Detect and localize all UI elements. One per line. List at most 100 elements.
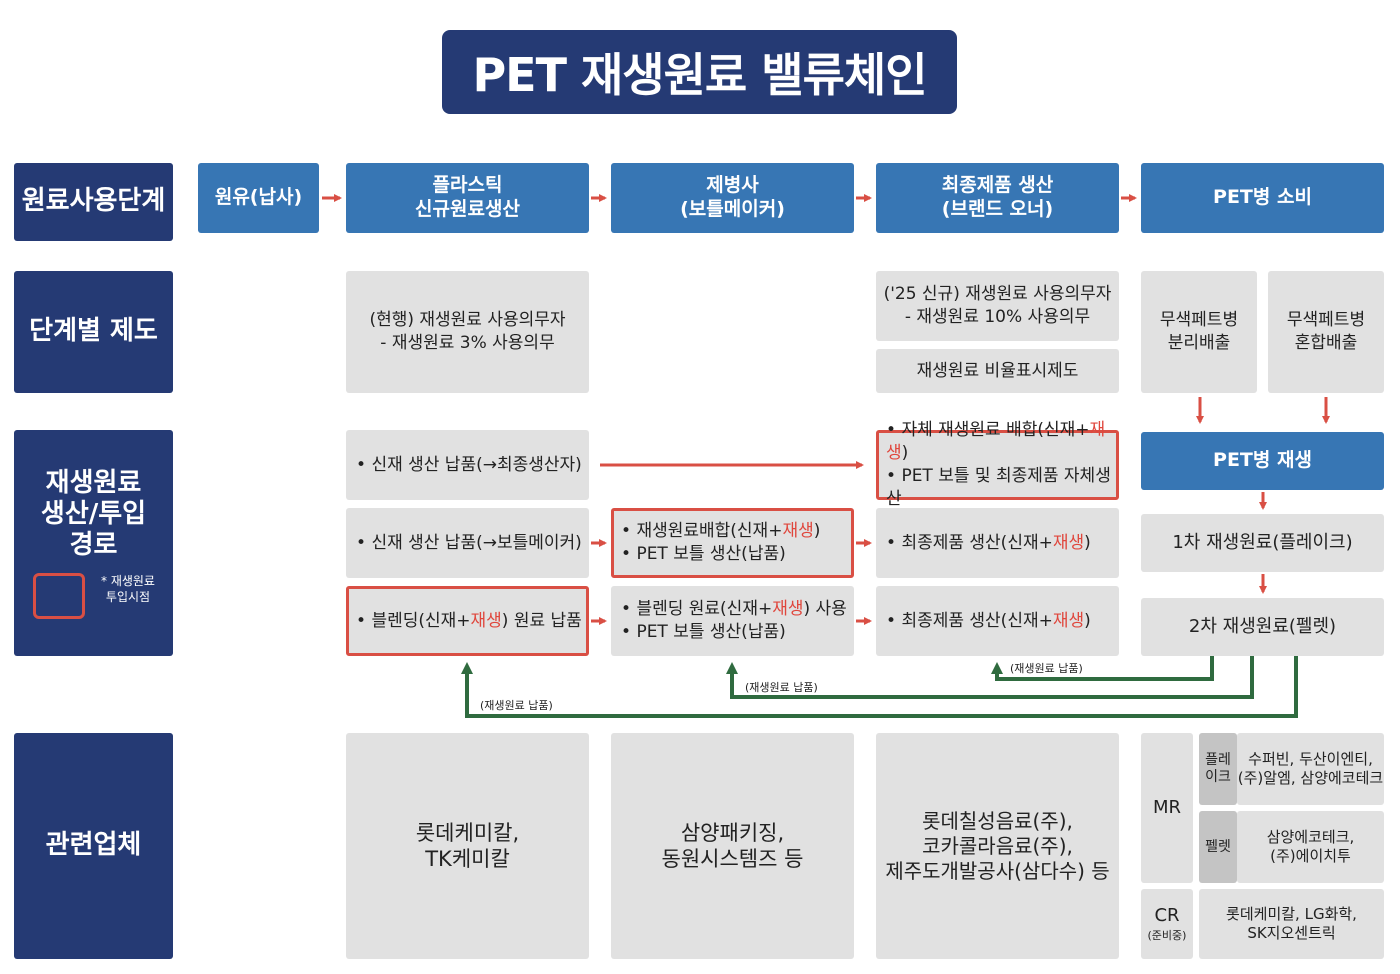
path-pellet-label: 2차 재생원료(펠렛) [1188,615,1337,637]
row-header-path-line3: 경로 [69,530,118,561]
legend-text: * 재생원료 투입시점 [90,574,166,605]
row-header-path-line1: 재생원료 [45,468,142,498]
policy-new-obligation: ('25 신규) 재생원료 사용의무자 - 재생원료 10% 사용의무 [876,271,1119,341]
stage-consumption: PET병 소비 [1141,163,1384,233]
path-bottle-blending: 재생원료배합(신재+재생) PET 보틀 생산(납품) [611,508,854,578]
policy-ratio-labeling: 재생원료 비율표시제도 [876,349,1119,393]
supply-line-bottle [726,656,1254,699]
path-r1c3-line1: 자체 재생원료 배합(신재+재생) [886,419,1116,465]
path-r3c1-line: 블렌딩(신재+재생) 원료 납품 [356,610,582,633]
row-header-policy: 단계별 제도 [14,271,173,393]
policy-separate-line2: 분리배출 [1167,333,1231,353]
stage-crude-oil: 원유(납사) [198,163,319,233]
companies-final: 롯데칠성음료(주), 코카콜라음료(주), 제주도개발공사(삼다수) 등 [876,733,1119,959]
path-r2c2-line1-recycled: 재생 [782,521,814,542]
path-r3c3-text: 최종제품 생산(신재+ [901,610,1053,631]
companies-pellet-list: 삼양에코테크, (주)에이치투 [1237,811,1384,883]
stage-bottle-line2: (보틀메이커) [680,198,785,220]
path-r3c3-recycled: 재생 [1052,610,1085,631]
path-flake: 1차 재생원료(플레이크) [1141,514,1384,572]
companies-cr-label: CR [1154,905,1180,927]
row-header-stage: 원료사용단계 [14,163,173,241]
companies-flake-line2: (주)알엠, 삼양에코테크 [1237,769,1384,787]
path-new-material-to-bottle: 신재 생산 납품(→보틀메이커) [346,508,589,578]
path-r3c3-line: 최종제품 생산(신재+재생) [886,610,1091,633]
policy-current-obligation: (현행) 재생원료 사용의무자 - 재생원료 3% 사용의무 [346,271,589,393]
companies-plastic-line2: TK케미칼 [425,847,510,871]
companies-cr: CR (준비중) [1141,889,1193,959]
supply-label-bottle: (재생원료 납품) [745,681,818,694]
path-r2c2-line2: PET 보틀 생산(납품) [621,543,785,566]
legend-line1: * 재생원료 [101,574,155,588]
companies-pellet-line2: (주)에이치투 [1270,847,1351,865]
path-new-material-to-producer: 신재 생산 납품(→최종생산자) [346,430,589,500]
policy-mixed-line1: 무색페트병 [1286,310,1366,331]
row-header-policy-label: 단계별 제도 [29,316,158,347]
path-r1c3-line1-end: ) [901,443,909,464]
companies-plastic-line1: 롯데케미칼, [415,820,520,845]
supply-line-final [991,656,1214,681]
companies-flake-list: 수퍼빈, 두산이엔티, (주)알엠, 삼양에코테크 [1237,733,1384,805]
path-r1c1-text: 신재 생산 납품(→최종생산자) [356,454,581,477]
policy-current-line2: - 재생원료 3% 사용의무 [380,333,555,353]
path-self-blending: 자체 재생원료 배합(신재+재생) PET 보틀 및 최종제품 자체생산 [876,420,1119,509]
stage-crude-oil-label: 원유(납사) [214,186,303,209]
companies-cr-line2: SK지오센트릭 [1247,924,1336,942]
companies-plastic: 롯데케미칼, TK케미칼 [346,733,589,959]
stage-plastic-line2: 신규원료생산 [415,198,520,220]
path-r1c3-line1-text: 자체 재생원료 배합(신재+ [901,420,1090,441]
stage-bottle-line1: 제병사 [706,174,759,197]
path-r3c2-line1-text: 블렌딩 원료(신재+ [636,599,773,620]
path-r2c3-text: 최종제품 생산(신재+ [901,532,1053,553]
path-r2c3-line: 최종제품 생산(신재+재생) [886,532,1090,555]
companies-bottle: 삼양패키징, 동원시스템즈 등 [611,733,854,959]
path-r2c1-text: 신재 생산 납품(→보틀메이커) [356,532,581,555]
policy-mixed-line2: 혼합배출 [1294,333,1358,353]
companies-mr-label: MR [1152,796,1182,818]
stage-plastic-line1: 플라스틱 [432,174,503,197]
path-final-product-r3: 최종제품 생산(신재+재생) [876,586,1119,656]
policy-current-line1: (현행) 재생원료 사용의무자 [369,310,566,331]
policy-separate-disposal: 무색페트병 분리배출 [1141,271,1257,393]
legend-swatch [33,573,85,619]
companies-cr-note: (준비중) [1147,928,1187,942]
path-r1c3-line1-recycled: 재생 [886,420,1106,464]
path-r3c2-line1-recycled: 재생 [772,599,804,620]
path-flake-label: 1차 재생원료(플레이크) [1172,531,1353,553]
path-r3c1-end: ) 원료 납품 [501,610,582,631]
path-r3c2-line1-end: ) 사용 [803,599,847,620]
supply-line-plastic [461,656,1298,718]
companies-pellet-line1: 삼양에코테크, [1266,827,1355,846]
supply-label-final: (재생원료 납품) [1010,662,1083,675]
companies-final-line2: 코카콜라음료(주), [922,833,1073,858]
companies-pellet-tag-label: 펠렛 [1205,838,1231,855]
path-r1c3-line2: PET 보틀 및 최종제품 자체생산 [886,465,1116,511]
companies-bottle-line2: 동원시스템즈 등 [661,847,804,871]
companies-final-line1: 롯데칠성음료(주), [922,808,1073,833]
companies-cr-line1: 롯데케미칼, LG화학, [1226,904,1357,923]
path-r3c3-end: ) [1084,610,1091,631]
policy-new-line2: - 재생원료 10% 사용의무 [904,307,1091,327]
page-title: PET 재생원료 밸류체인 [442,30,957,114]
path-r3c2-line1: 블렌딩 원료(신재+재생) 사용 [621,598,847,621]
path-r2c2-line1-end: ) [813,521,821,542]
companies-mr: MR [1141,733,1193,883]
policy-ratio-label: 재생원료 비율표시제도 [916,360,1079,381]
companies-flake-line1: 수퍼빈, 두산이엔티, [1248,749,1373,768]
row-header-stage-label: 원료사용단계 [21,186,166,217]
companies-flake-tag-line2: 이크 [1205,769,1231,785]
path-r2c2-line1: 재생원료배합(신재+재생) [621,520,820,543]
companies-flake-tag-line1: 플레 [1205,752,1231,769]
legend-line2: 투입시점 [105,589,151,604]
supply-label-plastic: (재생원료 납품) [480,699,553,712]
path-r3c1-text: 블렌딩(신재+ [371,610,471,631]
stage-final-line2: (브랜드 오너) [941,198,1054,220]
path-pet-recycling-label: PET병 재생 [1213,449,1312,472]
row-header-path-line2: 생산/투입 [40,499,147,530]
path-blended-material-use: 블렌딩 원료(신재+재생) 사용 PET 보틀 생산(납품) [611,586,854,656]
path-blending-supply: 블렌딩(신재+재생) 원료 납품 [346,586,589,656]
stage-final-line1: 최종제품 생산 [941,174,1054,197]
stage-plastic-production: 플라스틱 신규원료생산 [346,163,589,233]
companies-cr-list: 롯데케미칼, LG화학, SK지오센트릭 [1199,889,1384,959]
